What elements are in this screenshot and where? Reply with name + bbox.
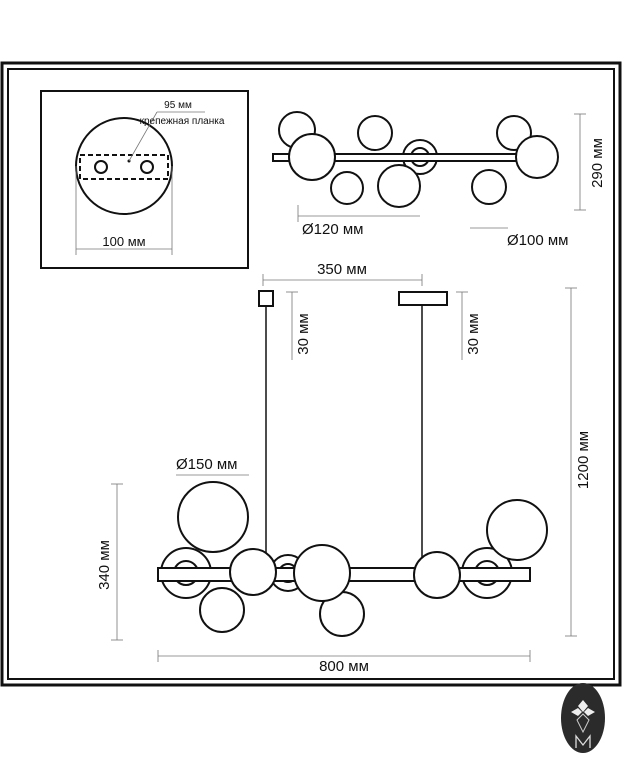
inner-frame	[7, 68, 615, 680]
body-height-label: 340 мм	[96, 540, 113, 590]
canopy-diameter-label: 100 мм	[102, 234, 145, 249]
max-height-label: 1200 мм	[575, 431, 592, 489]
depth-label: 290 мм	[589, 138, 606, 188]
top-view: Ø120 мм Ø100 мм 290 мм	[272, 111, 606, 249]
front-view: 350 мм 30 мм 30 мм 1200 мм Ø150 мм 340 м…	[96, 261, 592, 675]
bracket-label: крепежная планка	[140, 116, 225, 127]
canopy-height-left-label: 30 мм	[295, 313, 312, 354]
mount-detail: 95 мм крепежная планка 100 мм	[40, 90, 249, 269]
bracket-width-label: 95 мм	[164, 100, 192, 111]
brand-logo	[561, 683, 605, 753]
canopy-spacing-label: 350 мм	[317, 261, 367, 278]
length-label: 800 мм	[319, 658, 369, 675]
shade-120-label: Ø120 мм	[302, 221, 364, 238]
outer-frame	[0, 61, 622, 687]
canopy-height-right-label: 30 мм	[465, 313, 482, 354]
shade-100-label: Ø100 мм	[507, 232, 569, 249]
shade-150-label: Ø150 мм	[176, 456, 238, 473]
